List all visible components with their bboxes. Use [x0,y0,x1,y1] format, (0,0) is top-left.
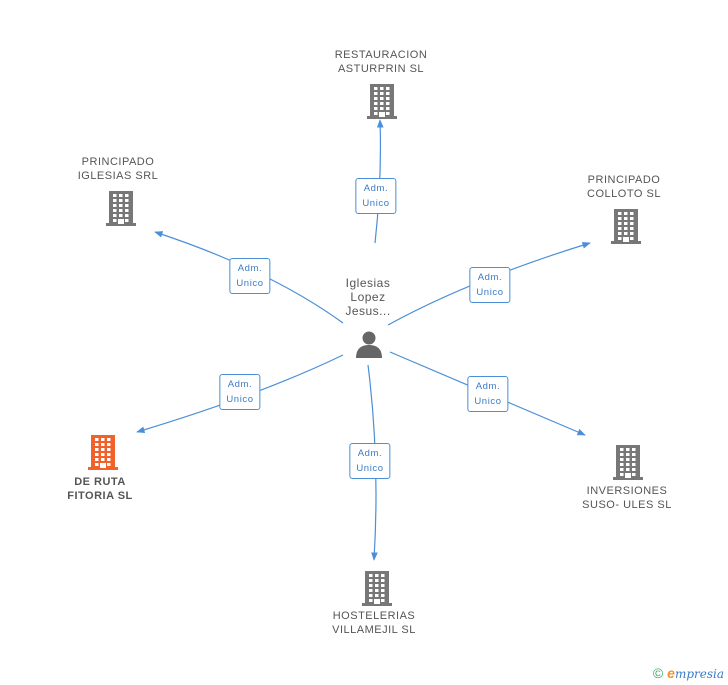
company-name-line: PRINCIPADO [81,156,155,168]
center-person-name[interactable]: Iglesias Lopez Jesus... [345,276,390,318]
role-text: Adm. [357,448,383,459]
company-label-principado-iglesias[interactable]: PRINCIPADO IGLESIAS SRL [78,155,159,183]
company-name-line: IGLESIAS SRL [77,170,159,182]
company-name-line: HOSTELERIAS [332,610,416,622]
company-label-restauracion[interactable]: RESTAURACION ASTURPRIN SL [335,48,428,76]
brand-name: mpresia [674,667,724,681]
building-icon[interactable] [106,190,136,231]
role-text: Unico [362,198,390,209]
company-name-line: SUSO- ULES SL [582,499,672,511]
role-text: Adm. [475,381,501,392]
company-name-line: RESTAURACION [334,49,428,61]
role-badge-de-ruta-fitoria[interactable]: Adm. Unico [219,374,261,410]
role-text: Unico [226,394,254,405]
role-text: Adm. [363,183,389,194]
company-label-hostelerias[interactable]: HOSTELERIAS VILLAMEJIL SL [332,609,416,637]
copyright-icon: © [652,665,664,681]
role-badge-principado-colloto[interactable]: Adm. Unico [469,267,511,303]
company-name-line: FITORIA SL [67,490,133,502]
company-name-line: PRINCIPADO [587,174,661,186]
role-badge-principado-iglesias[interactable]: Adm. Unico [229,258,271,294]
brand-logo[interactable]: empresia [667,665,724,681]
company-label-inversiones[interactable]: INVERSIONES SUSO- ULES SL [582,484,672,512]
building-icon[interactable] [611,208,641,249]
company-label-principado-colloto[interactable]: PRINCIPADO COLLOTO SL [587,173,661,201]
role-text: Adm. [477,272,503,283]
company-name-line: COLLOTO SL [587,188,661,200]
role-text: Adm. [237,263,263,274]
role-badge-inversiones[interactable]: Adm. Unico [467,376,509,412]
building-icon[interactable] [367,83,397,124]
role-badge-restauracion[interactable]: Adm. Unico [355,178,397,214]
company-label-de-ruta-fitoria[interactable]: DE RUTA FITORIA SL [67,475,133,503]
building-icon[interactable] [362,570,392,611]
center-name-line-2: Lopez [350,290,386,304]
company-name-line: INVERSIONES [586,485,668,497]
brand-footer: © empresia [653,665,724,681]
person-icon[interactable] [355,330,383,358]
company-name-line: VILLAMEJIL SL [332,624,416,636]
role-text: Unico [356,463,384,474]
role-text: Unico [474,396,502,407]
role-text: Adm. [227,379,253,390]
role-text: Unico [236,278,264,289]
center-name-line-1: Iglesias [345,276,391,290]
role-badge-hostelerias[interactable]: Adm. Unico [349,443,391,479]
building-icon[interactable] [88,434,118,475]
company-name-line: DE RUTA [74,476,126,488]
company-name-line: ASTURPRIN SL [337,63,425,75]
building-icon[interactable] [613,444,643,485]
center-name-line-3: Jesus... [345,304,391,318]
role-text: Unico [476,287,504,298]
brand-initial: e [667,665,675,681]
